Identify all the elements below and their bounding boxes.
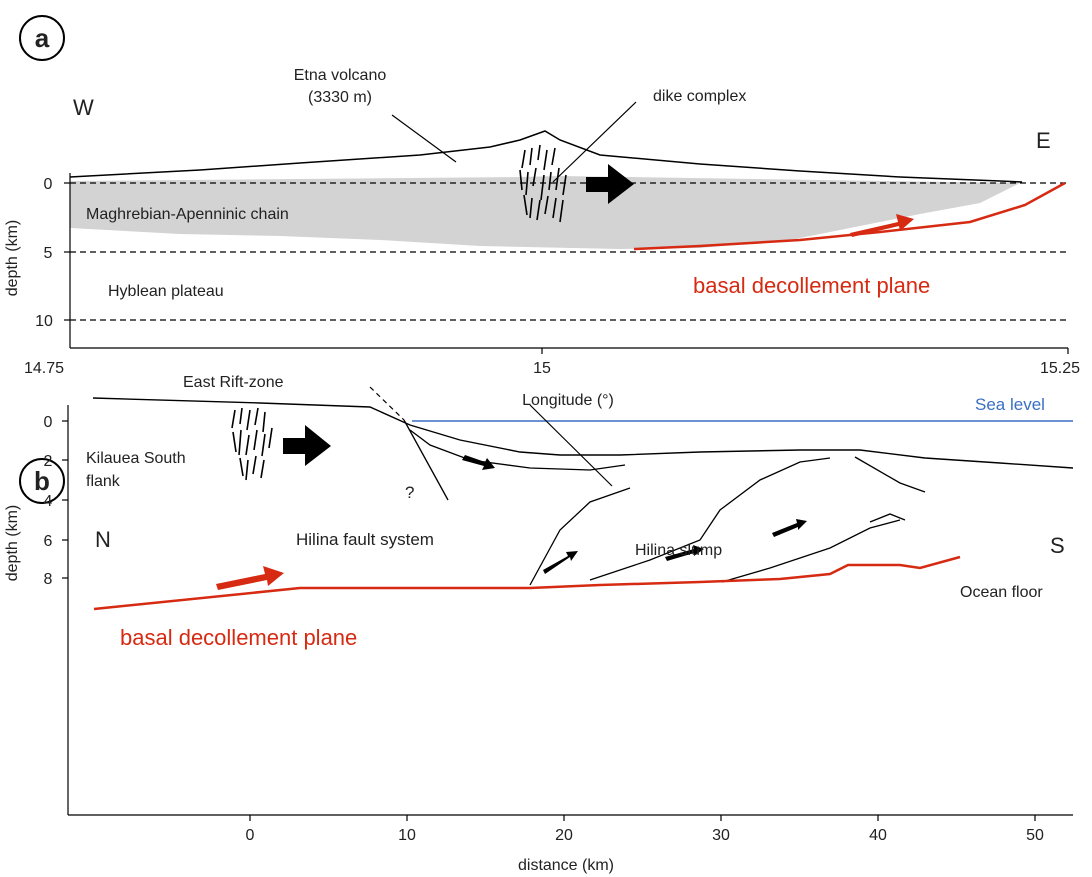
red-slip-arrow-a: [850, 214, 914, 237]
dike-complex-label: dike complex: [653, 88, 746, 105]
panel-b-letter: b: [34, 466, 50, 496]
panel-a: a: [4, 15, 1080, 409]
chain-label: Maghrebian-Apenninic chain: [86, 206, 289, 223]
x-tick-label: 10: [398, 827, 416, 844]
kilauea-flank-label-line2: flank: [86, 473, 121, 490]
volcano-leader-line: [391, 114, 457, 163]
panel-a-letter: a: [35, 23, 50, 53]
slump-block-6: [869, 513, 906, 523]
kilauea-flank-label-line1: Kilauea South: [86, 450, 186, 467]
slump-block-1: [409, 429, 626, 471]
x-tick-label: 0: [246, 827, 255, 844]
slump-block-2: [529, 487, 631, 586]
hilina-slump-label: Hilina slump: [635, 542, 722, 559]
y-tick-label: 0: [44, 176, 53, 193]
push-arrow-a: [586, 164, 634, 204]
hilina-fault-line: [403, 419, 449, 501]
panel-b-letter-circle: [19, 458, 65, 504]
y-axis-label-b: depth (km): [4, 505, 21, 581]
slump-block-3: [589, 457, 831, 581]
y-tick-label: 5: [44, 245, 53, 262]
decollement-label-a: basal decollement plane: [693, 273, 930, 298]
fault-question-mark: ?: [405, 483, 414, 502]
y-tick-label: 6: [44, 533, 53, 550]
x-tick-label: 40: [869, 827, 887, 844]
x-tick-label: 50: [1026, 827, 1044, 844]
y-axis-label-a: depth (km): [4, 220, 21, 296]
slump-leader-line: [529, 404, 613, 487]
slump-block-4: [721, 519, 901, 583]
east-rift-zone-label: East Rift-zone: [183, 374, 284, 391]
x-axis-label-a: Longitude (°): [522, 392, 614, 409]
panel-a-letter-circle: [19, 15, 65, 61]
x-tick-label: 30: [712, 827, 730, 844]
kilauea-topography: [92, 397, 1074, 469]
hilina-fault-dashed: [369, 386, 405, 421]
volcano-label-line2: (3330 m): [308, 89, 372, 106]
west-label: W: [73, 95, 94, 120]
dike-leader-line: [552, 101, 637, 183]
decollement-plane-a: [633, 181, 1066, 251]
red-slip-arrow-b: [216, 566, 284, 590]
x-tick-label: 20: [555, 827, 573, 844]
sea-level-label: Sea level: [975, 395, 1045, 414]
panel-b: b: [4, 374, 1074, 874]
decollement-plane-b: [93, 555, 961, 611]
south-label: S: [1050, 533, 1065, 558]
volcano-label-line1: Etna volcano: [294, 67, 387, 84]
x-tick-label: 14.75: [24, 360, 64, 377]
y-tick-label: 0: [44, 414, 53, 431]
slip-arrows-b: [462, 455, 807, 574]
slump-block-5: [854, 456, 926, 493]
ocean-floor-label: Ocean floor: [960, 584, 1043, 601]
etna-topography: [69, 130, 1023, 183]
y-tick-label: 10: [35, 313, 53, 330]
x-tick-label: 15: [533, 360, 551, 377]
north-label: N: [95, 527, 111, 552]
dike-complex-b: [231, 407, 273, 481]
hilina-fault-label: Hilina fault system: [296, 530, 434, 549]
dike-complex-a: [519, 144, 567, 223]
x-tick-label: 15.25: [1040, 360, 1080, 377]
hyblean-plateau-label: Hyblean plateau: [108, 283, 224, 300]
decollement-label-b: basal decollement plane: [120, 625, 357, 650]
y-tick-label: 4: [44, 493, 53, 510]
push-arrow-b: [283, 425, 331, 466]
x-axis-label-b: distance (km): [518, 857, 614, 874]
y-tick-label: 8: [44, 571, 53, 588]
east-label: E: [1036, 128, 1051, 153]
y-tick-label: 2: [44, 453, 53, 470]
